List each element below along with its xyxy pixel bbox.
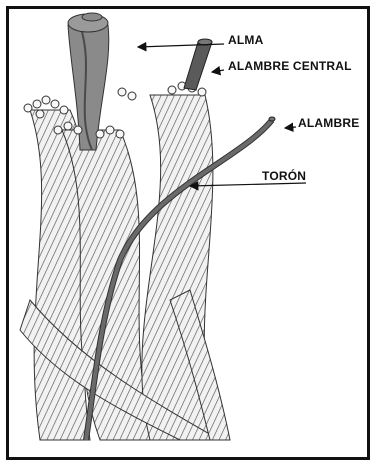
- label-alma: ALMA: [228, 33, 263, 47]
- label-alambre-central: ALAMBRE CENTRAL: [228, 59, 352, 73]
- label-toron: TORÓN: [262, 169, 306, 183]
- arrow-pointer-alambre: [285, 127, 296, 128]
- label-alambre: ALAMBRE: [298, 116, 359, 130]
- central-wire: [184, 39, 212, 90]
- arrow-pointer-alambre-central: [212, 70, 224, 72]
